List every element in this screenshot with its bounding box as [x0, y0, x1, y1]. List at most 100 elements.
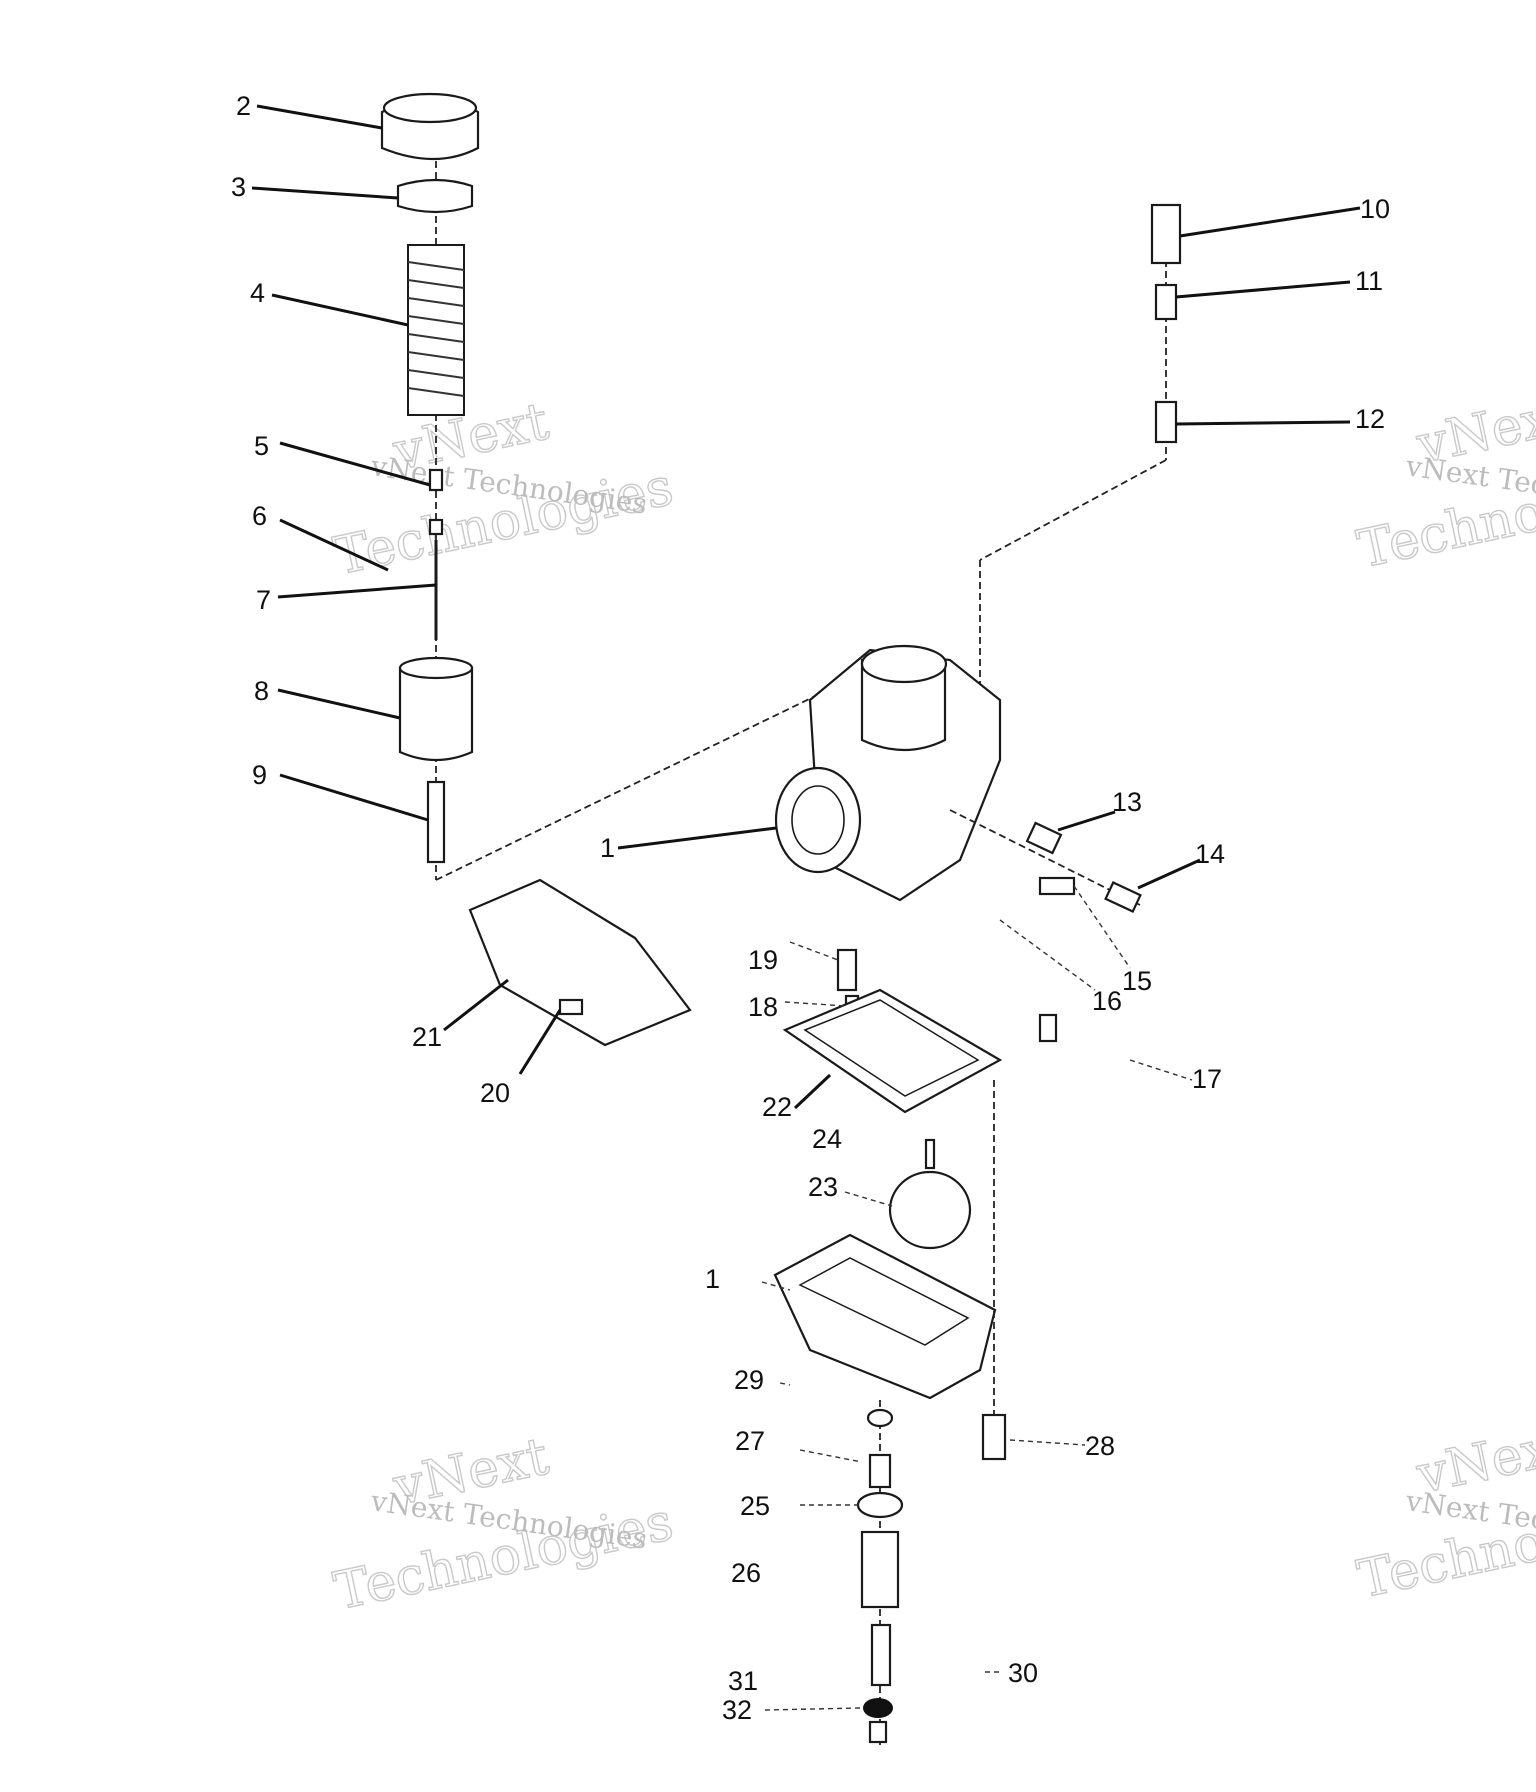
part-22-gasket	[782, 988, 1003, 1114]
leader-15	[1073, 885, 1131, 969]
leader-1b	[761, 1281, 791, 1291]
label-3: 3	[231, 172, 246, 202]
part-27-jet	[868, 1453, 892, 1489]
label-7: 7	[256, 585, 271, 615]
leader-28	[1009, 1439, 1086, 1446]
leader-32	[764, 1707, 861, 1711]
part-23-float	[888, 1170, 972, 1250]
label-4: 4	[250, 278, 265, 308]
label-18: 18	[748, 992, 778, 1022]
label-19: 19	[748, 945, 778, 975]
part-22-gasket-inner	[803, 999, 980, 1097]
label-15: 15	[1122, 966, 1152, 996]
label-16: 16	[1092, 986, 1122, 1016]
label-17: 17	[1192, 1064, 1222, 1094]
label-20: 20	[480, 1078, 510, 1108]
leader-6	[279, 518, 389, 572]
part-2-cap-top	[382, 92, 478, 124]
leader-20	[518, 1009, 562, 1075]
part-25-ring	[856, 1491, 904, 1519]
body-intake	[774, 766, 862, 874]
leader-21	[443, 978, 509, 1032]
label-25: 25	[740, 1491, 770, 1521]
body-bore-top	[860, 644, 948, 684]
leader-11	[1175, 280, 1351, 299]
part-labels: 2 3 4 5 6 7 8 9 1 10 11 12 13 14 15 16 1…	[231, 91, 1390, 1725]
leader-12	[1175, 420, 1351, 426]
right-stack	[979, 203, 1182, 700]
leader-3	[251, 186, 399, 200]
leader-7	[277, 583, 437, 599]
leader-18	[784, 1001, 847, 1007]
bowl-inner	[798, 1257, 970, 1346]
label-10: 10	[1360, 194, 1390, 224]
part-11-nut	[1154, 283, 1178, 321]
part-29-washer	[866, 1408, 894, 1428]
label-12: 12	[1355, 404, 1385, 434]
leader-1a	[617, 826, 777, 850]
leader-14	[1137, 858, 1201, 890]
label-22: 22	[762, 1092, 792, 1122]
part-3-ring	[396, 178, 474, 214]
label-32: 32	[722, 1695, 752, 1725]
part-20-screw	[558, 998, 584, 1016]
part-32-cap	[868, 1720, 888, 1744]
bowl	[773, 1233, 997, 1400]
left-stack	[380, 92, 901, 881]
leader-17	[1129, 1059, 1193, 1081]
leader-27	[799, 1449, 863, 1463]
label-5: 5	[254, 431, 269, 461]
label-31: 31	[728, 1666, 758, 1696]
label-26: 26	[731, 1558, 761, 1588]
side-parts	[836, 809, 1142, 1043]
leader-4	[271, 293, 409, 327]
label-1a: 1	[600, 833, 615, 863]
leader-5	[279, 441, 431, 487]
leader-22	[793, 1073, 832, 1110]
part-8-slide-top	[398, 656, 474, 680]
part-13-spring	[1025, 821, 1063, 855]
leader-16	[999, 919, 1096, 991]
label-21: 21	[412, 1022, 442, 1052]
label-13: 13	[1112, 787, 1142, 817]
label-6: 6	[252, 501, 267, 531]
part-4-spring	[407, 244, 465, 416]
label-28: 28	[1085, 1431, 1115, 1461]
label-23: 23	[808, 1172, 838, 1202]
label-27: 27	[735, 1426, 765, 1456]
carburetor-body	[774, 644, 1002, 902]
part-21-plate	[468, 878, 692, 1047]
part-26-holder	[860, 1530, 900, 1609]
label-14: 14	[1195, 839, 1225, 869]
label-30: 30	[1008, 1658, 1038, 1688]
side-axis	[949, 809, 1141, 906]
part-15-plug	[1038, 876, 1076, 896]
part-31-plug	[863, 1698, 893, 1718]
leader-29	[779, 1382, 791, 1386]
part-28-screw	[981, 1413, 1007, 1461]
label-24: 24	[812, 1124, 842, 1154]
lower-stack	[856, 1080, 1007, 1745]
leader-23	[844, 1191, 893, 1207]
label-1b: 1	[705, 1264, 720, 1294]
label-11: 11	[1355, 266, 1383, 296]
part-30-tube	[870, 1623, 892, 1687]
leader-19	[789, 941, 839, 961]
leader-8	[277, 688, 401, 720]
label-8: 8	[254, 676, 269, 706]
body-intake-inner	[791, 785, 845, 855]
part-24-needle	[924, 1138, 936, 1170]
part-5-clip	[428, 468, 444, 492]
leader-10	[1179, 206, 1361, 238]
leader-9	[279, 773, 429, 822]
part-19-jet	[836, 948, 858, 992]
part-12-cap	[1154, 400, 1178, 444]
part-17-screw	[1038, 1013, 1058, 1043]
leader-2	[256, 104, 383, 130]
leader-13	[1057, 810, 1116, 832]
part-10-adjuster	[1150, 203, 1182, 265]
right-connector-axis	[979, 459, 1167, 561]
label-29: 29	[734, 1365, 764, 1395]
part-9-jet	[426, 780, 446, 864]
